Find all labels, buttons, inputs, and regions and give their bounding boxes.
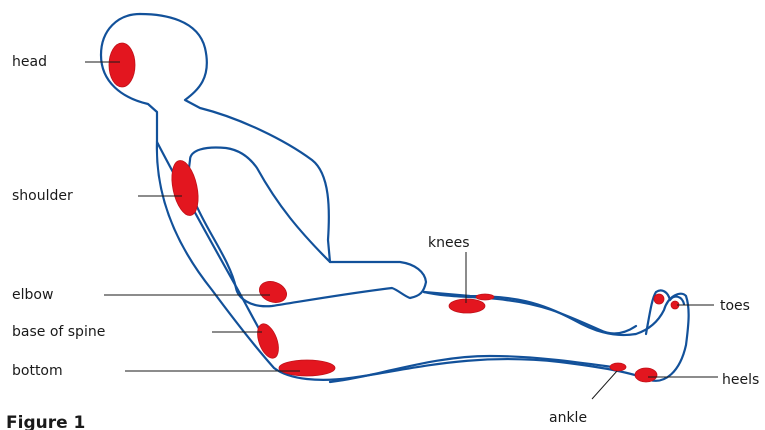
- pressure-area-heels: [635, 368, 657, 382]
- label-heels: heels: [722, 372, 759, 388]
- pressure-area-bottom: [279, 360, 335, 376]
- label-toes: toes: [720, 298, 750, 314]
- pressure-area-knee-top: [476, 294, 494, 300]
- label-ankle: ankle: [549, 410, 587, 426]
- label-elbow: elbow: [12, 287, 53, 303]
- pressure-area-toe-1: [654, 294, 664, 304]
- label-knees: knees: [428, 235, 470, 251]
- label-head: head: [12, 54, 47, 70]
- pressure-area-ankle: [610, 363, 626, 371]
- label-shoulder: shoulder: [12, 188, 73, 204]
- pressure-area-elbow: [256, 278, 289, 306]
- leader-ankle: [592, 371, 617, 399]
- label-base-of-spine: base of spine: [12, 324, 105, 340]
- arm-outline: [189, 148, 426, 307]
- pressure-area-head: [109, 43, 135, 87]
- pressure-area-knees: [449, 299, 485, 313]
- foot-outline: [646, 290, 684, 334]
- label-bottom: bottom: [12, 363, 63, 379]
- leg-upper-line: [424, 292, 636, 333]
- figure-caption: Figure 1: [6, 413, 85, 430]
- face-outline: [140, 14, 330, 262]
